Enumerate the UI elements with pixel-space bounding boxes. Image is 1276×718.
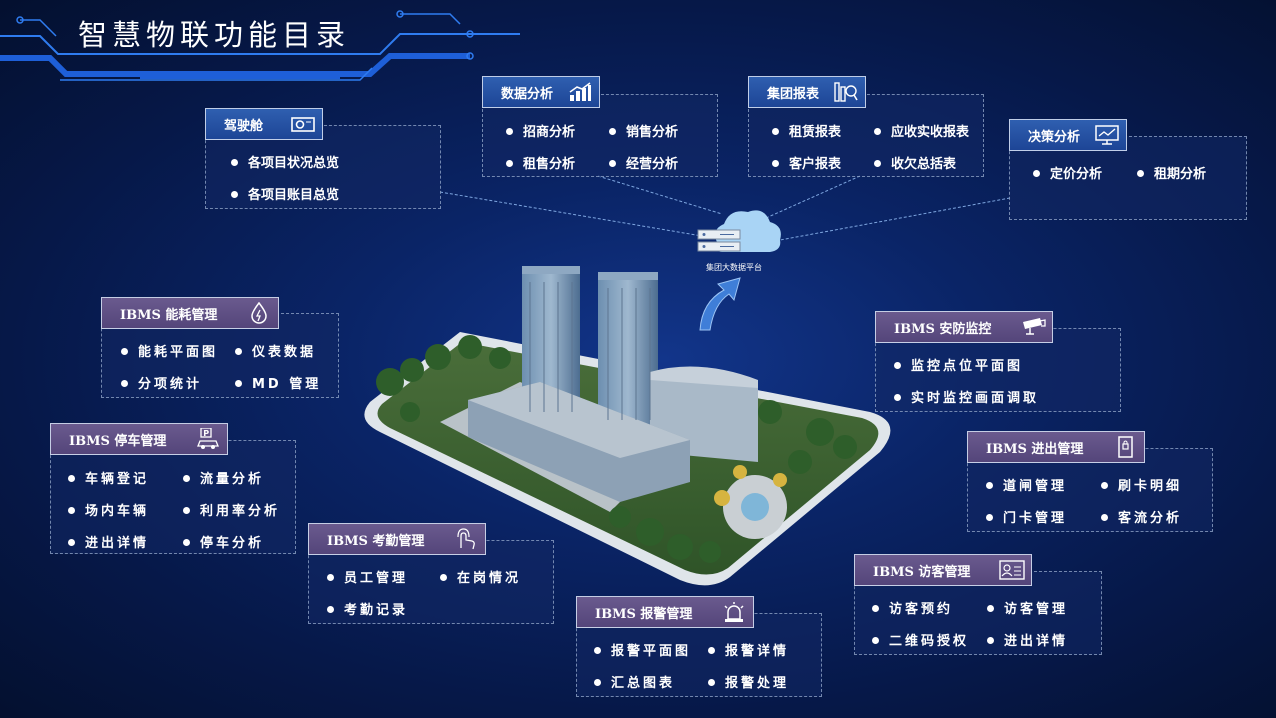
- list-item: 定价分析: [1033, 163, 1102, 182]
- list-item: 在岗情况: [440, 567, 521, 586]
- list-item: 能耗平面图: [121, 341, 218, 360]
- list-item: 租赁报表: [772, 121, 841, 140]
- upload-arrow-icon: [699, 277, 741, 331]
- parking-title: IBMS 停车管理: [69, 433, 167, 449]
- group-report-title: 集团报表: [767, 86, 820, 102]
- card-energy: IBMS 能耗管理 能耗平面图 仪表数据 分项统计 MD 管理: [101, 297, 339, 398]
- cloud-server-icon: [697, 210, 781, 252]
- energy-drop-icon: [251, 302, 267, 324]
- list-item: 销售分析: [609, 121, 678, 140]
- list-item: 报警处理: [708, 672, 789, 691]
- tag-cockpit: 驾驶舱: [205, 108, 323, 140]
- list-item: 二维码授权: [872, 630, 969, 649]
- list-item: 进出详情: [68, 532, 149, 551]
- list-item: 收欠总括表: [874, 153, 956, 172]
- list-item: 刷卡明细: [1101, 475, 1182, 494]
- circuit-decoration: [0, 10, 520, 81]
- fingerprint-touch-icon: [457, 528, 475, 550]
- list-item: 停车分析: [183, 532, 264, 551]
- decision-title: 决策分析: [1028, 129, 1081, 145]
- bar-chart-icon: [569, 82, 591, 101]
- svg-text:P: P: [203, 429, 209, 438]
- energy-title: IBMS 能耗管理: [120, 307, 218, 323]
- report-icon: [834, 82, 858, 102]
- list-item: 实时监控画面调取: [894, 387, 1039, 406]
- tag-access: IBMS 进出管理: [967, 431, 1145, 463]
- list-item: 租期分析: [1137, 163, 1206, 182]
- card-alarm: IBMS 报警管理 报警平面图 报警详情 汇总图表 报警处理: [576, 596, 822, 697]
- list-item: 报警平面图: [594, 640, 691, 659]
- tag-attendance: IBMS 考勤管理: [308, 523, 486, 555]
- list-item: 道闸管理: [986, 475, 1067, 494]
- alarm-siren-icon: [724, 602, 744, 622]
- card-parking: IBMS 停车管理 P 车辆登记 流量分析 场内车辆 利用率分析 进出详情 停车…: [50, 423, 296, 554]
- list-item: 监控点位平面图: [894, 355, 1023, 374]
- list-item: 仪表数据: [235, 341, 316, 360]
- campus-illustration: [364, 266, 891, 586]
- tag-visitor: IBMS 访客管理: [854, 554, 1032, 586]
- list-item: 访客管理: [987, 598, 1068, 617]
- card-visitor: IBMS 访客管理 访客预约 访客管理 二维码授权 进出详情: [854, 554, 1102, 655]
- list-item: 报警详情: [708, 640, 789, 659]
- parking-car-icon: P: [197, 428, 219, 449]
- card-security: IBMS 安防监控 监控点位平面图 实时监控画面调取: [875, 311, 1121, 412]
- list-item: 利用率分析: [183, 500, 280, 519]
- list-item: 访客预约: [872, 598, 953, 617]
- list-item: 汇总图表: [594, 672, 675, 691]
- list-item: 各项目状况总览: [231, 152, 339, 171]
- list-item: 客流分析: [1101, 507, 1182, 526]
- card-attendance: IBMS 考勤管理 员工管理 在岗情况 考勤记录: [308, 523, 554, 624]
- list-item: 门卡管理: [986, 507, 1067, 526]
- card-data-analysis: 数据分析 招商分析 销售分析 租售分析 经营分析: [482, 76, 718, 177]
- list-item: 招商分析: [506, 121, 575, 140]
- security-title: IBMS 安防监控: [894, 321, 992, 337]
- tag-data-analysis: 数据分析: [482, 76, 600, 108]
- list-item: 流量分析: [183, 468, 264, 487]
- id-card-icon: [999, 560, 1025, 580]
- tag-parking: IBMS 停车管理 P: [50, 423, 228, 455]
- platform-label: 集团大数据平台: [706, 263, 762, 272]
- tag-group-report: 集团报表: [748, 76, 866, 108]
- tag-alarm: IBMS 报警管理: [576, 596, 754, 628]
- list-item: 车辆登记: [68, 468, 149, 487]
- tag-decision: 决策分析: [1009, 119, 1127, 151]
- list-item: 各项目账目总览: [231, 184, 339, 203]
- alarm-title: IBMS 报警管理: [595, 606, 693, 622]
- cctv-camera-icon: [1023, 318, 1046, 335]
- list-item: 分项统计: [121, 373, 202, 392]
- list-item: 经营分析: [609, 153, 678, 172]
- page-title: 智慧物联功能目录: [78, 18, 351, 52]
- visitor-title: IBMS 访客管理: [873, 564, 971, 580]
- list-item: 员工管理: [327, 567, 408, 586]
- tag-security: IBMS 安防监控: [875, 311, 1053, 343]
- card-access: IBMS 进出管理 道闸管理 刷卡明细 门卡管理 客流分析: [967, 431, 1213, 532]
- list-item: 场内车辆: [68, 500, 149, 519]
- access-title: IBMS 进出管理: [986, 441, 1084, 457]
- attendance-title: IBMS 考勤管理: [327, 533, 425, 549]
- list-item: 进出详情: [987, 630, 1068, 649]
- card-cockpit: 驾驶舱 各项目状况总览 各项目账目总览: [205, 108, 441, 209]
- list-item: 考勤记录: [327, 599, 408, 618]
- list-item: 租售分析: [506, 153, 575, 172]
- card-group-report: 集团报表 租赁报表 应收实收报表 客户报表 收欠总括表: [748, 76, 984, 177]
- cockpit-title: 驾驶舱: [224, 118, 264, 134]
- list-item: MD 管理: [235, 373, 321, 392]
- door-access-icon: [1118, 436, 1133, 458]
- tag-energy: IBMS 能耗管理: [101, 297, 279, 329]
- list-item: 应收实收报表: [874, 121, 969, 140]
- projector-icon: [291, 117, 315, 132]
- data-analysis-title: 数据分析: [501, 86, 554, 102]
- monitor-chart-icon: [1095, 125, 1119, 145]
- card-decision: 决策分析 定价分析 租期分析: [1009, 119, 1247, 220]
- list-item: 客户报表: [772, 153, 841, 172]
